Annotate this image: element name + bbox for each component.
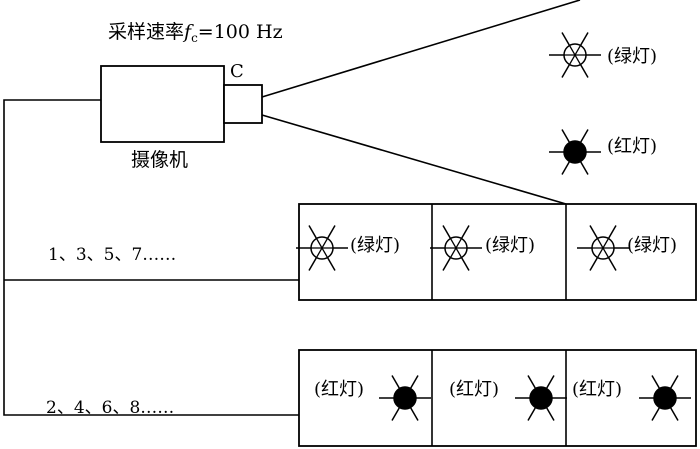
red-light-icon (549, 129, 601, 175)
camera-body (100, 65, 225, 143)
light-ray (568, 45, 582, 65)
red-light-icon (515, 375, 567, 421)
green-light-icon (296, 225, 348, 271)
odd-frame-2-label: (绿灯) (485, 235, 535, 256)
even-frame-row (298, 349, 697, 447)
light-bulb (529, 386, 553, 410)
even-frame-3-label: (红灯) (572, 379, 622, 400)
odd-row-label: 1、3、5、7…… (48, 245, 176, 265)
signal-wire-main (3, 99, 299, 416)
red-light-icon (379, 375, 431, 421)
legend-red-label: (红灯) (607, 136, 657, 157)
field-of-view-upper-line (261, 0, 581, 98)
even-frame-2-label: (红灯) (449, 379, 499, 400)
light-bulb (653, 386, 677, 410)
legend-green-label: (绿灯) (607, 46, 657, 67)
red-light-icon (639, 375, 691, 421)
sampling-rate-title: 采样速率fc=100 Hz (108, 21, 283, 45)
light-ray (315, 238, 329, 258)
even-frame-1-label: (红灯) (314, 379, 364, 400)
green-light-icon (577, 225, 629, 271)
odd-frame-1-label: (绿灯) (350, 235, 400, 256)
camera-lens (223, 84, 263, 124)
lens-label: C (230, 61, 244, 82)
light-bulb (393, 386, 417, 410)
field-of-view-lower-line (261, 114, 567, 205)
even-row-label: 2、4、6、8…… (46, 398, 174, 418)
camera-label: 摄像机 (131, 149, 188, 171)
light-ray (449, 238, 463, 258)
light-ray (596, 238, 610, 258)
light-bulb (563, 140, 587, 164)
green-light-icon (549, 32, 601, 78)
odd-frame-row (298, 203, 697, 301)
odd-frame-3-label: (绿灯) (627, 235, 677, 256)
green-light-icon (430, 225, 482, 271)
